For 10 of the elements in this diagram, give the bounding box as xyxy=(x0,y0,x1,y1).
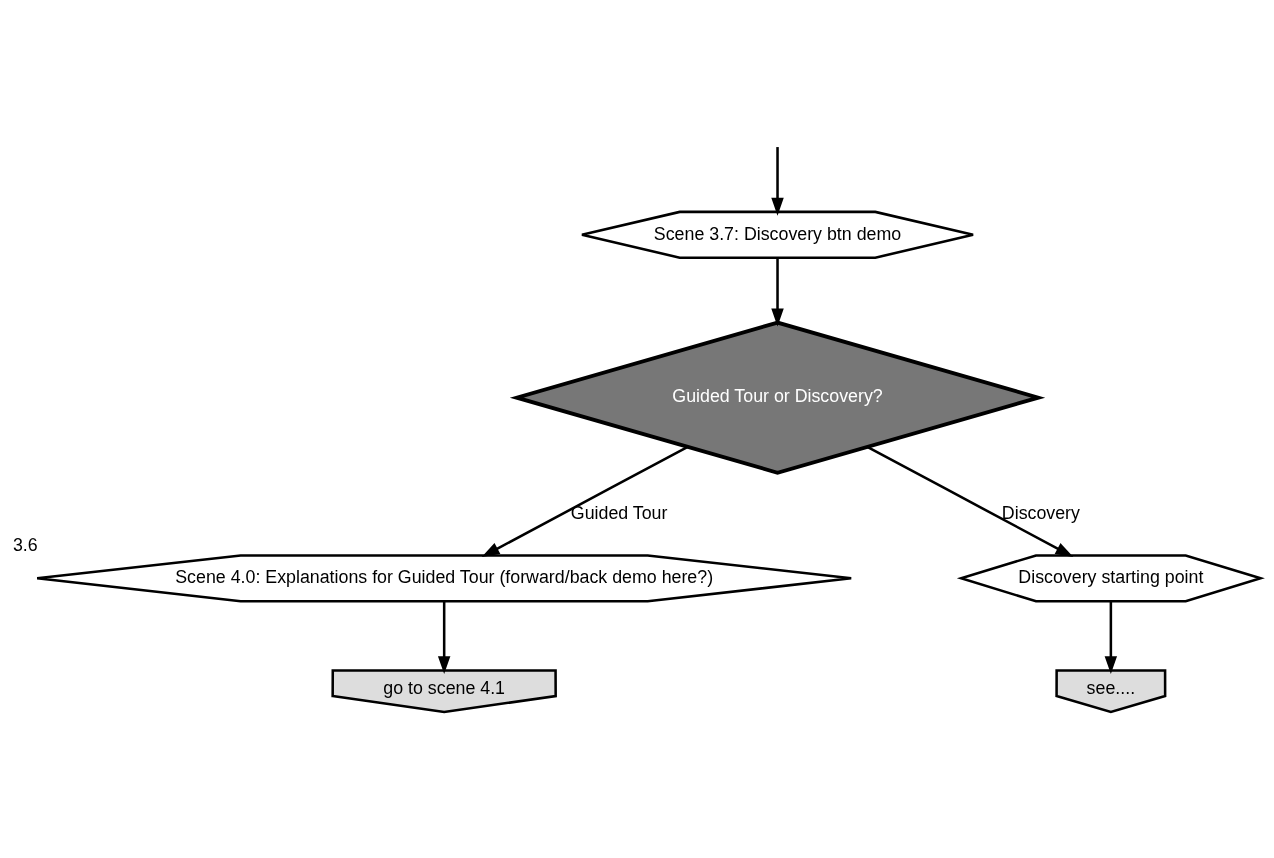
arrow xyxy=(771,258,784,327)
arrow xyxy=(866,445,1074,557)
edge-label: Discovery xyxy=(1001,502,1080,523)
node-label: 3.6 xyxy=(12,534,38,555)
node-diamond: Guided Tour or Discovery? xyxy=(509,320,1046,475)
arrow xyxy=(1104,601,1118,674)
arrow xyxy=(437,601,451,674)
edge-label: Guided Tour xyxy=(570,502,668,523)
arrow xyxy=(771,147,784,216)
arrow xyxy=(481,445,689,557)
